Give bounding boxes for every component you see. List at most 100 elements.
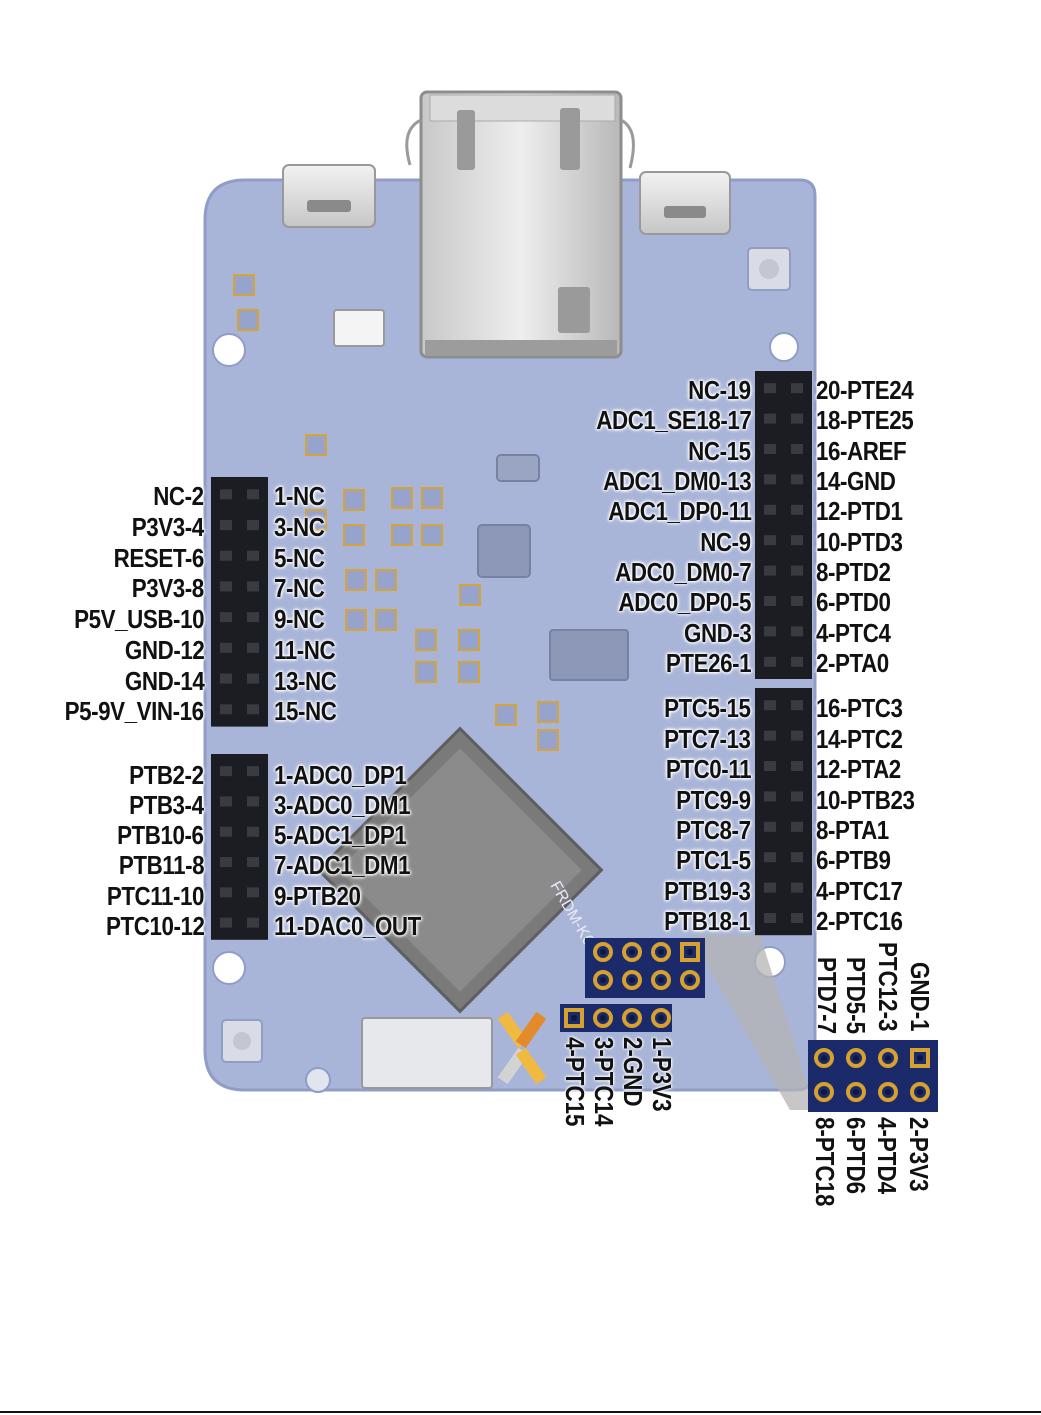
pin-pad bbox=[791, 596, 803, 606]
pin-pad bbox=[791, 474, 803, 485]
bottom-connector bbox=[361, 1017, 493, 1089]
pin-label: 11-NC bbox=[274, 635, 336, 665]
pin-label: PTC9-9 bbox=[676, 785, 752, 815]
pin-pad bbox=[651, 970, 671, 990]
pin-pad bbox=[814, 1048, 834, 1068]
pin-pad bbox=[305, 509, 327, 531]
pin-pad bbox=[247, 550, 259, 561]
pin-label: 2-P3V3 bbox=[904, 1117, 934, 1192]
pin-pad bbox=[878, 1048, 898, 1068]
pin-pad bbox=[564, 1008, 584, 1028]
pin-pad bbox=[220, 550, 232, 561]
usb-connector-right bbox=[639, 171, 731, 235]
pin-pad bbox=[764, 852, 776, 863]
pin-pad bbox=[764, 791, 776, 802]
pin-label: 6-PTB9 bbox=[816, 845, 891, 875]
pin-label: PTB11-8 bbox=[118, 850, 205, 880]
pin-label: ADC1_DM0-13 bbox=[602, 466, 752, 496]
pin-pad bbox=[220, 612, 232, 623]
pin-label: 2-PTC16 bbox=[816, 906, 903, 936]
pin-pad bbox=[415, 661, 437, 683]
pin-pad bbox=[764, 913, 776, 923]
ribbon-cable bbox=[690, 935, 815, 1110]
pin-pad bbox=[247, 766, 259, 777]
pin-pad bbox=[247, 581, 259, 592]
header-left-bottom bbox=[211, 754, 268, 940]
pin-label: 15-NC bbox=[274, 696, 337, 726]
pin-pad bbox=[421, 524, 443, 546]
pin-pad bbox=[651, 942, 671, 962]
pin-label: 11-DAC0_OUT bbox=[274, 911, 421, 941]
pin-pad bbox=[458, 661, 480, 683]
dual-header bbox=[549, 629, 629, 681]
pin-label: 4-PTC17 bbox=[816, 876, 903, 906]
pin-pad bbox=[247, 826, 259, 837]
pin-pad bbox=[651, 1008, 671, 1028]
pin-pad bbox=[791, 535, 803, 546]
pin-label: NC-19 bbox=[688, 375, 752, 405]
pin-pad bbox=[910, 1082, 930, 1102]
pin-label: 4-PTC15 bbox=[560, 1037, 590, 1127]
pin-pad bbox=[622, 1008, 642, 1028]
pin-pad bbox=[791, 383, 803, 394]
pin-label: GND-12 bbox=[124, 635, 205, 665]
pin-headers bbox=[211, 371, 938, 1112]
pin-pad bbox=[622, 942, 642, 962]
pin-pad bbox=[764, 565, 776, 576]
pin-label: 2-GND bbox=[618, 1037, 648, 1107]
pin-pad bbox=[764, 761, 776, 771]
pin-pad bbox=[247, 796, 259, 807]
pin-label: 5-NC bbox=[274, 543, 325, 573]
pin-label: 10-PTB23 bbox=[816, 785, 915, 815]
pin-label: 5-ADC1_DP1 bbox=[274, 820, 407, 850]
pin-label: 4-PTC4 bbox=[816, 618, 891, 648]
pin-label: PTC7-13 bbox=[664, 724, 752, 754]
pin-label: PTB2-2 bbox=[129, 760, 205, 790]
pin-pad bbox=[247, 917, 259, 928]
pin-pad bbox=[375, 609, 397, 631]
pin-pad bbox=[247, 520, 259, 531]
pin-pad bbox=[220, 704, 232, 715]
pin-label: PTE26-1 bbox=[665, 648, 752, 678]
pin-pad bbox=[791, 821, 803, 832]
pin-pad bbox=[791, 761, 803, 771]
bottom-rule bbox=[0, 1411, 1041, 1413]
pin-pad bbox=[791, 700, 803, 711]
pin-label: 7-NC bbox=[274, 573, 325, 603]
pin-label: PTB10-6 bbox=[117, 820, 205, 850]
pin-label: 6-PTD0 bbox=[816, 587, 891, 617]
pin-pad bbox=[421, 487, 443, 509]
pin-pad bbox=[846, 1048, 866, 1068]
pin-pad bbox=[375, 569, 397, 591]
nxp-logo bbox=[497, 1010, 560, 1085]
pin-label: PTD7-7 bbox=[812, 957, 842, 1035]
pin-label: 14-GND bbox=[816, 466, 896, 496]
pin-pad bbox=[764, 596, 776, 606]
pin-pad bbox=[764, 444, 776, 454]
pin-label: 8-PTC18 bbox=[810, 1117, 840, 1207]
pin-pad bbox=[220, 520, 232, 531]
pin-pad bbox=[593, 970, 613, 990]
pin-label: GND-14 bbox=[124, 666, 205, 696]
pin-pad bbox=[791, 730, 803, 741]
pin-label: PTB3-4 bbox=[129, 790, 205, 820]
pin-label: ADC1_DP0-11 bbox=[607, 496, 752, 526]
ethernet-jack bbox=[419, 90, 623, 359]
pin-pad bbox=[791, 852, 803, 863]
pin-label: PTC1-5 bbox=[676, 845, 752, 875]
pin-label: 6-PTD6 bbox=[841, 1117, 871, 1195]
pin-pad bbox=[220, 887, 232, 898]
pin-label: ADC0_DM0-7 bbox=[614, 557, 752, 587]
crystal bbox=[496, 454, 540, 482]
header-right-bottom bbox=[755, 688, 812, 936]
pin-pad bbox=[247, 489, 259, 500]
pin-label: PTC10-12 bbox=[105, 911, 205, 941]
pin-pad bbox=[764, 474, 776, 485]
pin-pad bbox=[910, 1048, 930, 1068]
pin-label: 16-PTC3 bbox=[816, 693, 903, 723]
pin-pad bbox=[680, 970, 700, 990]
pin-label: P5V_USB-10 bbox=[74, 604, 204, 634]
pin-label: 7-ADC1_DM1 bbox=[274, 850, 411, 880]
pin-pad bbox=[791, 444, 803, 454]
